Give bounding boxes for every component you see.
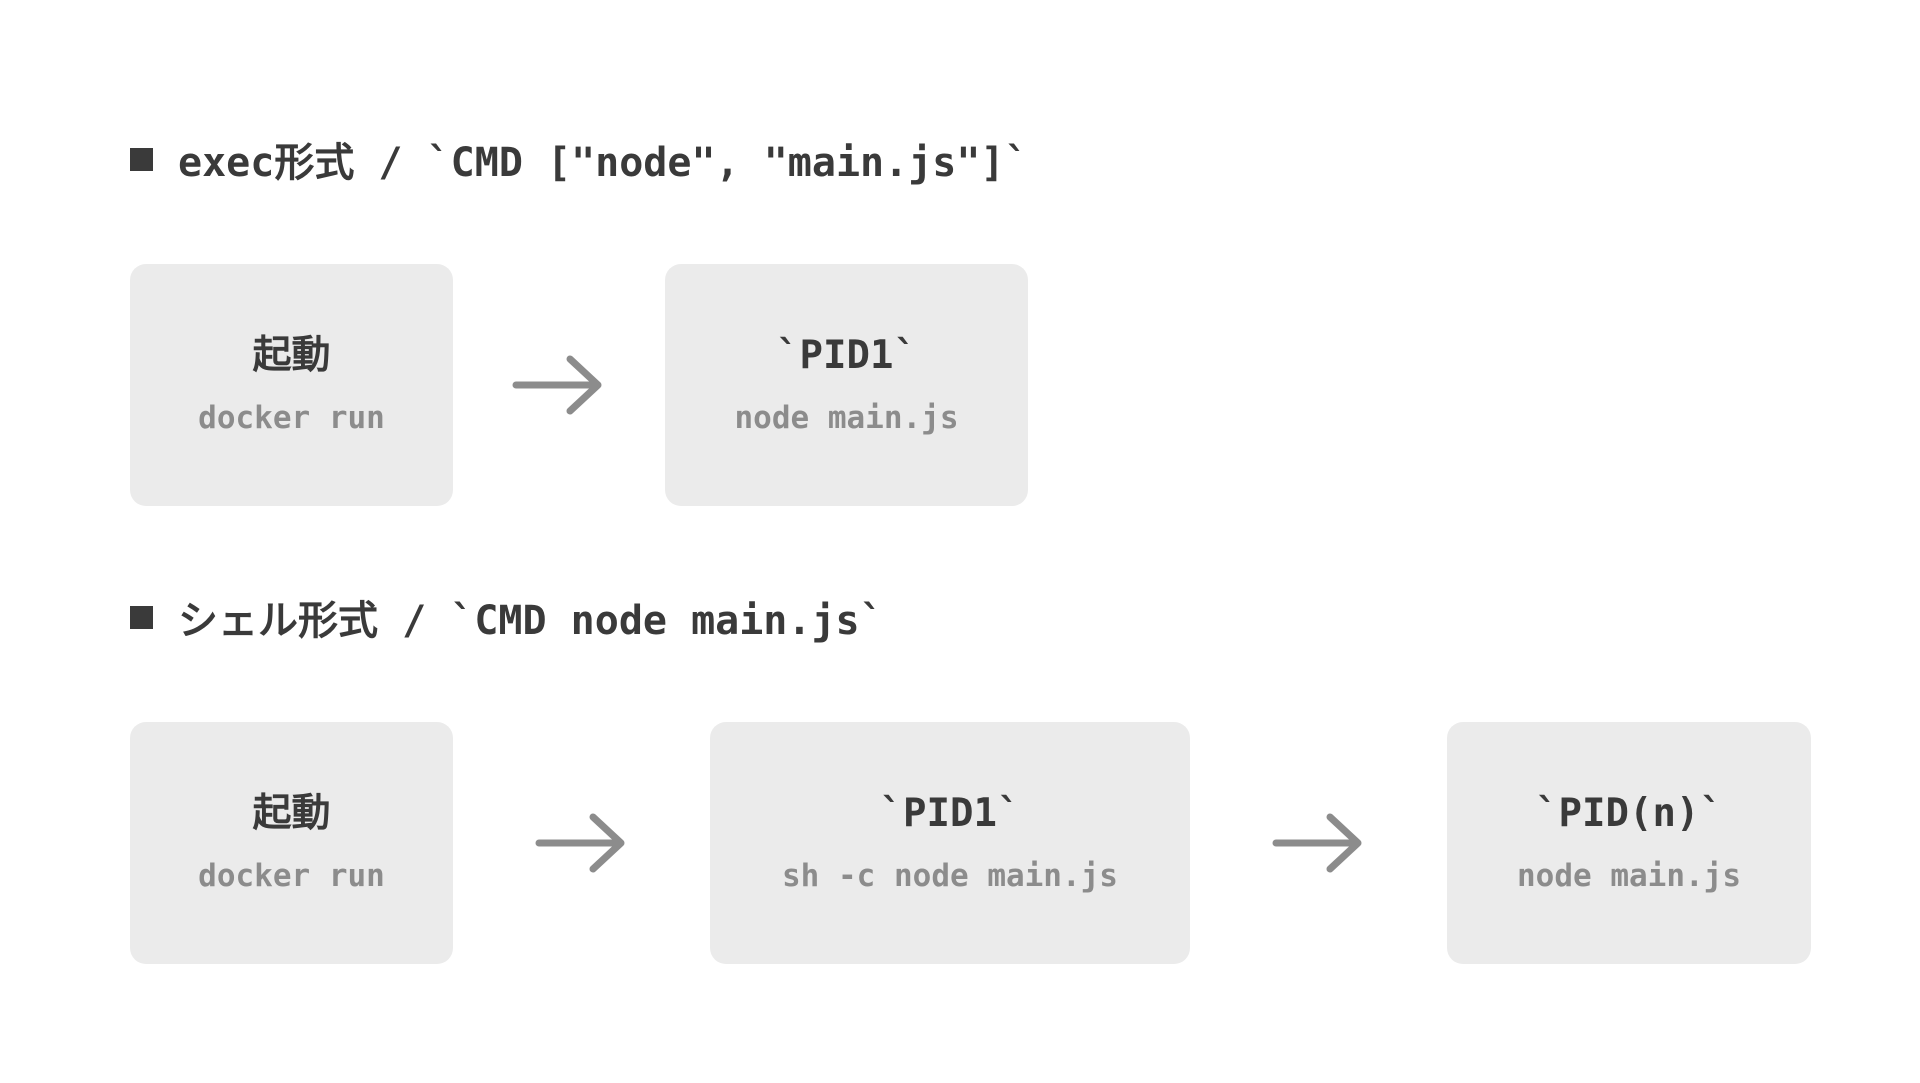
box-title: 起動 bbox=[252, 333, 331, 378]
box-subtitle: docker run bbox=[198, 858, 385, 894]
box-subtitle: node main.js bbox=[1517, 858, 1741, 894]
section-title-shell: シェル形式 / `CMD node main.js` bbox=[130, 588, 884, 646]
box-subtitle: docker run bbox=[198, 400, 385, 436]
square-bullet-icon bbox=[130, 605, 153, 629]
section-title-exec: exec形式 / `CMD ["node", "main.js"]` bbox=[130, 130, 1029, 188]
box-title: `PID1` bbox=[776, 333, 917, 378]
shell-pidn-box: `PID(n)` node main.js bbox=[1447, 722, 1811, 964]
box-title: 起動 bbox=[252, 791, 331, 836]
arrow-right-icon bbox=[512, 355, 602, 415]
shell-start-box: 起動 docker run bbox=[130, 722, 453, 964]
square-bullet-icon bbox=[130, 147, 153, 171]
box-title: `PID1` bbox=[879, 791, 1021, 836]
section-title-exec-text: exec形式 / `CMD ["node", "main.js"]` bbox=[178, 140, 1029, 186]
shell-pid1-box: `PID1` sh -c node main.js bbox=[710, 722, 1190, 964]
exec-pid1-box: `PID1` node main.js bbox=[665, 264, 1028, 506]
box-subtitle: sh -c node main.js bbox=[782, 858, 1118, 894]
arrow-right-icon bbox=[535, 813, 625, 873]
section-title-shell-text: シェル形式 / `CMD node main.js` bbox=[178, 598, 884, 644]
box-subtitle: node main.js bbox=[734, 400, 959, 436]
box-title: `PID(n)` bbox=[1535, 791, 1723, 836]
arrow-right-icon bbox=[1272, 813, 1362, 873]
exec-start-box: 起動 docker run bbox=[130, 264, 453, 506]
